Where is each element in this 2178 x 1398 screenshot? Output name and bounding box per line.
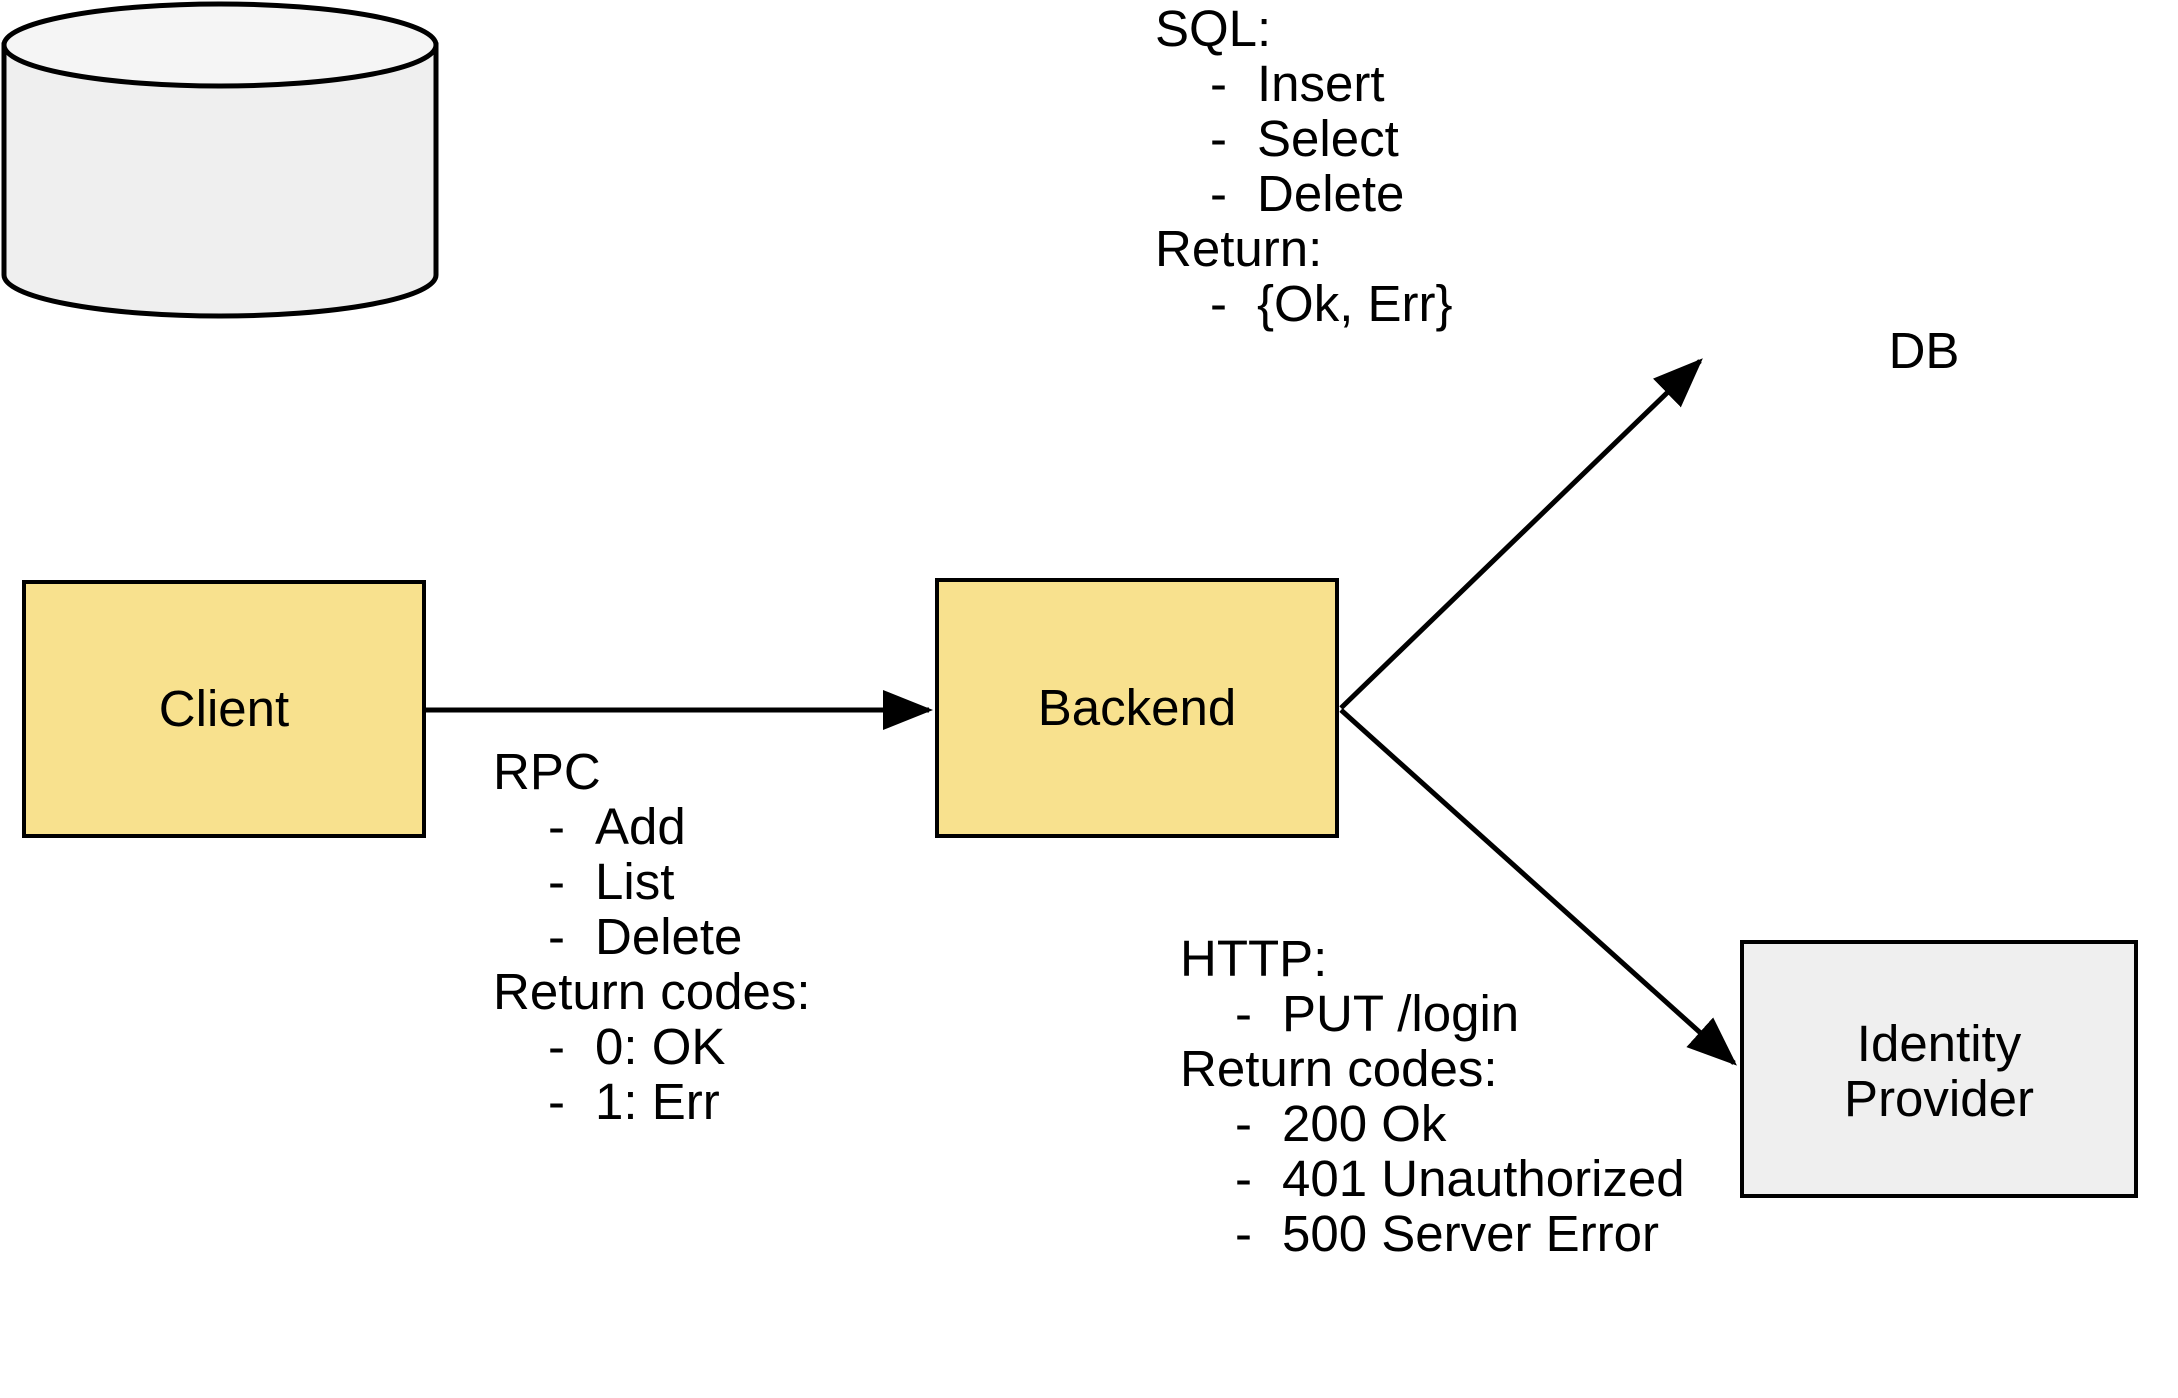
identity-provider-label-line2: Provider <box>1844 1070 2034 1127</box>
db-node[interactable] <box>0 0 440 320</box>
http-return-item-2-label: 500 Server Error <box>1282 1205 1659 1262</box>
http-return-item-1-label: 401 Unauthorized <box>1282 1150 1685 1207</box>
rpc-annotation-block: RPC -Add -List -Delete Return codes: -0:… <box>493 743 811 1130</box>
sql-annotation-block: SQL: -Insert -Select -Delete Return: -{O… <box>1155 0 1453 332</box>
rpc-item-0-label: Add <box>595 798 686 855</box>
sql-item-0-label: Insert <box>1257 55 1385 112</box>
bullet-dash: - <box>548 1018 565 1075</box>
http-annotation-block: HTTP: -PUT /login Return codes: -200 Ok … <box>1180 930 1685 1262</box>
db-cylinder-body <box>1 42 439 319</box>
http-return-item-2: -500 Server Error <box>1180 1205 1685 1262</box>
sql-item-1: -Select <box>1155 110 1453 167</box>
http-heading: HTTP: <box>1180 930 1328 987</box>
edge-backend-to-db <box>1339 358 1703 710</box>
http-return-item-1: -401 Unauthorized <box>1180 1150 1685 1207</box>
sql-item-2-label: Delete <box>1257 165 1405 222</box>
sql-return-item-0: -{Ok, Err} <box>1155 275 1453 332</box>
sql-item-2: -Delete <box>1155 165 1453 222</box>
bullet-dash: - <box>548 908 565 965</box>
rpc-return-item-0-label: 0: OK <box>595 1018 726 1075</box>
identity-provider-label-wrap: Identity Provider <box>1844 1014 2034 1127</box>
bullet-dash: - <box>1235 1095 1252 1152</box>
rpc-item-1-label: List <box>595 853 675 910</box>
client-node-label: Client <box>158 680 290 738</box>
rpc-heading: RPC <box>493 743 601 800</box>
rpc-item-2-label: Delete <box>595 908 743 965</box>
bullet-dash: - <box>1235 1205 1252 1262</box>
rpc-item-1: -List <box>493 853 811 910</box>
rpc-return-heading: Return codes: <box>493 963 811 1020</box>
backend-node[interactable]: Backend <box>935 578 1339 838</box>
bullet-dash: - <box>1210 110 1227 167</box>
db-node-label: DB <box>1888 321 1960 379</box>
bullet-dash: - <box>548 798 565 855</box>
sql-heading: SQL: <box>1155 0 1272 57</box>
http-item-0-label: PUT /login <box>1282 985 1520 1042</box>
http-return-heading: Return codes: <box>1180 1040 1498 1097</box>
sql-item-0: -Insert <box>1155 55 1453 112</box>
rpc-item-2: -Delete <box>493 908 811 965</box>
sql-item-1-label: Select <box>1257 110 1399 167</box>
http-return-item-0: -200 Ok <box>1180 1095 1685 1152</box>
backend-node-label: Backend <box>1037 679 1237 737</box>
http-return-item-0-label: 200 Ok <box>1282 1095 1447 1152</box>
identity-provider-label-line1: Identity <box>1856 1015 2022 1072</box>
rpc-return-item-1-label: 1: Err <box>595 1073 720 1130</box>
http-item-0: -PUT /login <box>1180 985 1685 1042</box>
client-node[interactable]: Client <box>22 580 426 838</box>
identity-provider-node[interactable]: Identity Provider <box>1740 940 2138 1198</box>
bullet-dash: - <box>1210 55 1227 112</box>
bullet-dash: - <box>548 1073 565 1130</box>
bullet-dash: - <box>1235 1150 1252 1207</box>
bullet-dash: - <box>1210 275 1227 332</box>
bullet-dash: - <box>1210 165 1227 222</box>
sql-return-heading: Return: <box>1155 220 1323 277</box>
sql-return-item-0-label: {Ok, Err} <box>1257 275 1453 332</box>
bullet-dash: - <box>548 853 565 910</box>
db-cylinder-top <box>1 1 439 89</box>
rpc-item-0: -Add <box>493 798 811 855</box>
rpc-return-item-0: -0: OK <box>493 1018 811 1075</box>
rpc-return-item-1: -1: Err <box>493 1073 811 1130</box>
bullet-dash: - <box>1235 985 1252 1042</box>
